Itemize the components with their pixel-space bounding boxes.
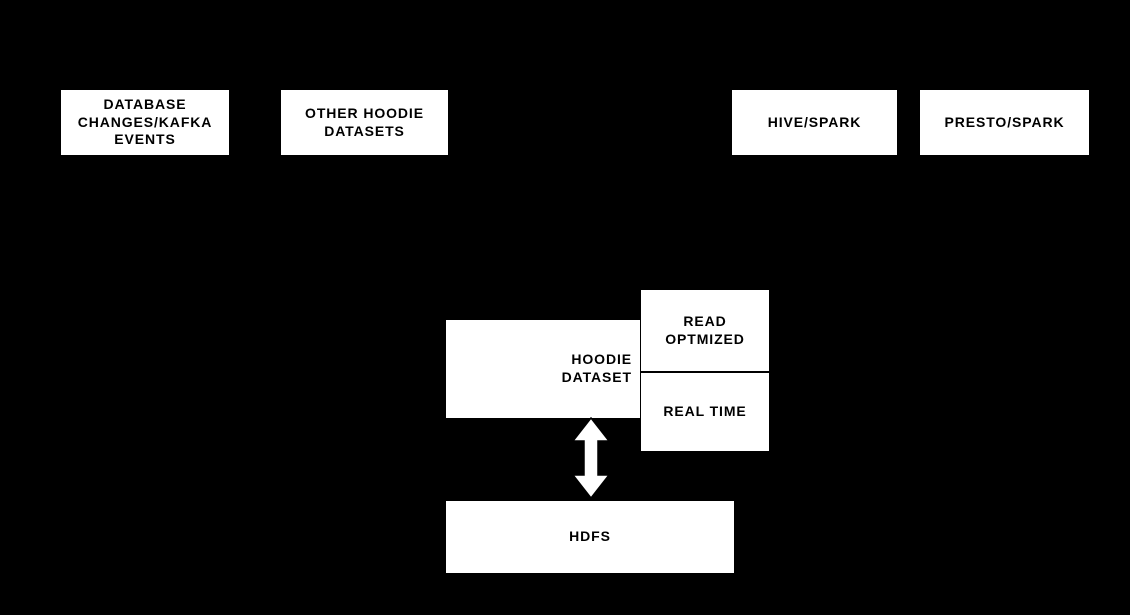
node-other-hoodie-datasets[interactable]: OTHER HOODIE DATASETS bbox=[281, 90, 448, 155]
node-hive-spark[interactable]: HIVE/SPARK bbox=[732, 90, 897, 155]
node-real-time-view[interactable]: REAL TIME bbox=[641, 371, 769, 451]
double-headed-vertical-arrow-icon bbox=[571, 417, 611, 499]
node-presto-spark[interactable]: PRESTO/SPARK bbox=[920, 90, 1089, 155]
node-hdfs[interactable]: HDFS bbox=[446, 501, 734, 573]
node-hoodie-dataset[interactable]: HOODIE DATASET bbox=[446, 320, 640, 418]
node-read-optimized-view[interactable]: READ OPTMIZED bbox=[641, 290, 769, 371]
node-database-changes-kafka-events[interactable]: DATABASE CHANGES/KAFKA EVENTS bbox=[61, 90, 229, 155]
